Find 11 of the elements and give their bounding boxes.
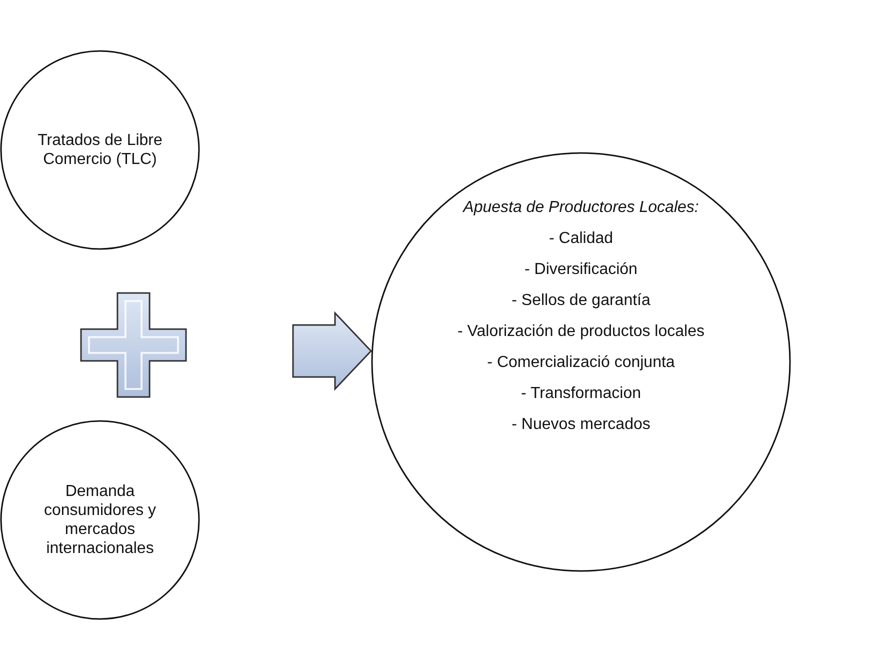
- list-heading: Apuesta de Productores Locales:: [463, 198, 699, 218]
- circle-label: Tratados de Libre Comercio (TLC): [38, 130, 162, 170]
- list-item: - Nuevos mercados: [512, 415, 650, 435]
- list-item: - Transformacion: [520, 384, 642, 404]
- list-item: - Sellos de garantía: [512, 291, 650, 311]
- list-item: - Diversificación: [524, 260, 638, 280]
- list-item: - Calidad: [548, 229, 614, 249]
- list-item: - Comercializació conjunta: [487, 353, 675, 373]
- list-item: - Valorización de productos locales: [458, 322, 704, 342]
- circle-label: Demanda consumidores y mercados internacionales: [42, 482, 158, 558]
- block-arrow: [292, 311, 372, 391]
